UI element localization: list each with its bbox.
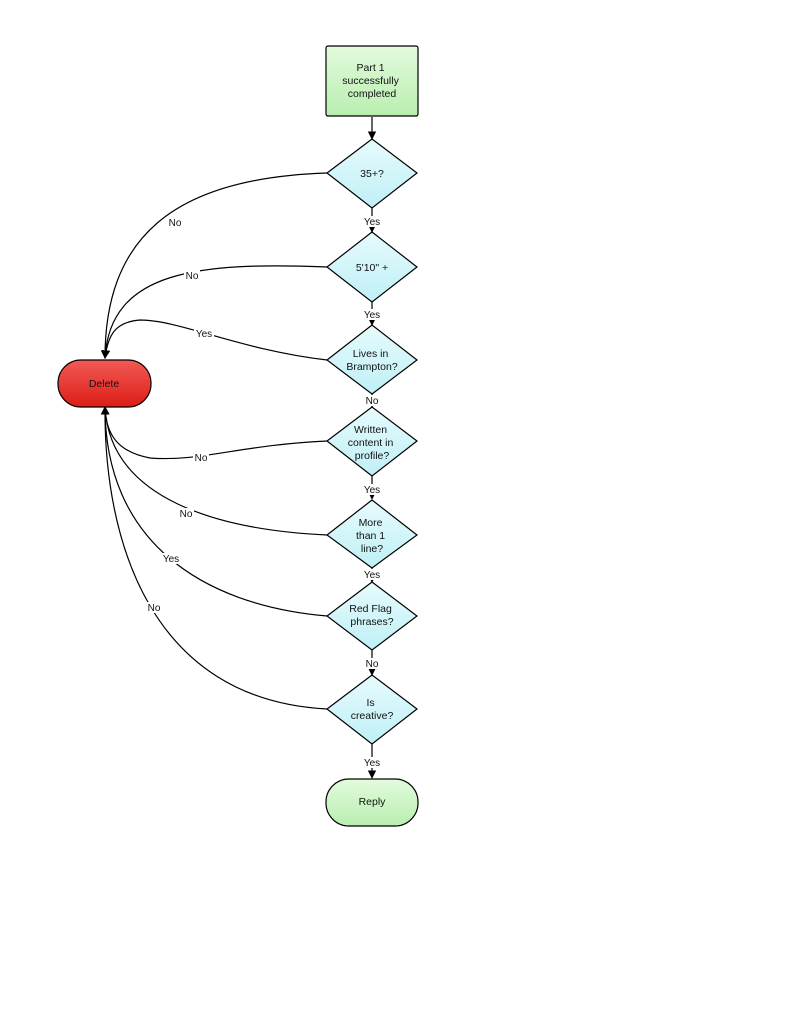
creative-decision-text: Is creative? bbox=[351, 697, 394, 722]
label-age-yes: Yes bbox=[364, 217, 380, 228]
written-decision-text: Written content in profile? bbox=[348, 424, 396, 462]
edge-written-no bbox=[101, 406, 328, 460]
creative-decision-line: creative? bbox=[351, 710, 394, 722]
delete-terminal: Delete bbox=[57, 359, 152, 408]
brampton-decision: Lives in Brampton? bbox=[326, 324, 418, 395]
height-decision: 5'10" + bbox=[326, 231, 418, 303]
more-lines-decision-line: More bbox=[359, 517, 383, 529]
age-decision-diamond bbox=[326, 138, 418, 209]
label-age-no: No bbox=[169, 218, 182, 229]
height-decision-text: 5'10" + bbox=[356, 262, 388, 274]
label-red-flag-yes: Yes bbox=[163, 554, 179, 565]
label-more-lines-yes: Yes bbox=[364, 570, 380, 581]
brampton-decision-line: Lives in bbox=[353, 348, 389, 360]
age-decision: 35+? bbox=[326, 138, 418, 209]
red-flag-decision-diamond bbox=[326, 581, 418, 651]
edge-brampton-yes bbox=[101, 319, 328, 361]
written-decision: Written content in profile? bbox=[326, 406, 418, 477]
label-brampton-yes: Yes bbox=[196, 329, 212, 340]
brampton-decision-line: Brampton? bbox=[346, 361, 398, 373]
reply-terminal-box bbox=[325, 778, 419, 827]
written-decision-line: profile? bbox=[355, 450, 390, 462]
more-lines-decision: More than 1 line? bbox=[326, 499, 418, 569]
reply-terminal-text: Reply bbox=[359, 796, 387, 808]
more-lines-decision-diamond bbox=[326, 499, 418, 569]
label-written-no: No bbox=[195, 453, 208, 464]
brampton-decision-text: Lives in Brampton? bbox=[346, 348, 398, 373]
red-flag-decision: Red Flag phrases? bbox=[326, 581, 418, 651]
edge-age-no bbox=[100, 172, 328, 359]
start-node-box bbox=[325, 45, 419, 117]
delete-terminal-text: Delete bbox=[89, 378, 120, 390]
more-lines-decision-line: line? bbox=[361, 543, 383, 555]
written-decision-line: Written bbox=[354, 424, 387, 436]
age-decision-text: 35+? bbox=[360, 168, 384, 180]
edge-labels: Yes Yes No Yes Yes No Yes No No Yes No N… bbox=[146, 216, 382, 769]
edge-more-lines-no bbox=[101, 406, 328, 536]
delete-edges bbox=[100, 172, 328, 710]
start-node: Part 1 successfully completed bbox=[325, 45, 419, 117]
start-node-line: completed bbox=[348, 88, 397, 100]
label-more-lines-no: No bbox=[180, 509, 193, 520]
creative-decision-line: Is bbox=[366, 697, 374, 709]
red-flag-decision-line: Red Flag bbox=[349, 603, 392, 615]
start-node-line: successfully bbox=[342, 75, 399, 87]
label-written-yes: Yes bbox=[364, 485, 380, 496]
label-brampton-no: No bbox=[366, 396, 379, 407]
label-creative-yes: Yes bbox=[364, 758, 380, 769]
red-flag-decision-line: phrases? bbox=[350, 616, 393, 628]
more-lines-decision-line: than 1 bbox=[356, 530, 385, 542]
label-height-yes: Yes bbox=[364, 310, 380, 321]
delete-terminal-line: Delete bbox=[89, 378, 120, 390]
label-height-no: No bbox=[186, 271, 199, 282]
start-node-text: Part 1 successfully completed bbox=[342, 62, 402, 100]
reply-terminal: Reply bbox=[325, 778, 419, 827]
edge-height-no bbox=[101, 265, 328, 359]
edge-creative-no bbox=[100, 406, 328, 710]
height-decision-line: 5'10" + bbox=[356, 262, 388, 274]
delete-terminal-box bbox=[57, 359, 152, 408]
start-node-line: Part 1 bbox=[357, 62, 385, 74]
written-decision-line: content in bbox=[348, 437, 394, 449]
age-decision-line: 35+? bbox=[360, 168, 384, 180]
more-lines-decision-text: More than 1 line? bbox=[356, 517, 388, 555]
brampton-decision-diamond bbox=[326, 324, 418, 395]
creative-decision-diamond bbox=[326, 674, 418, 745]
creative-decision: Is creative? bbox=[326, 674, 418, 745]
label-red-flag-no: No bbox=[366, 659, 379, 670]
height-decision-diamond bbox=[326, 231, 418, 303]
red-flag-decision-text: Red Flag phrases? bbox=[349, 603, 395, 628]
written-decision-diamond bbox=[326, 406, 418, 477]
label-creative-no: No bbox=[148, 603, 161, 614]
reply-terminal-line: Reply bbox=[359, 796, 387, 808]
